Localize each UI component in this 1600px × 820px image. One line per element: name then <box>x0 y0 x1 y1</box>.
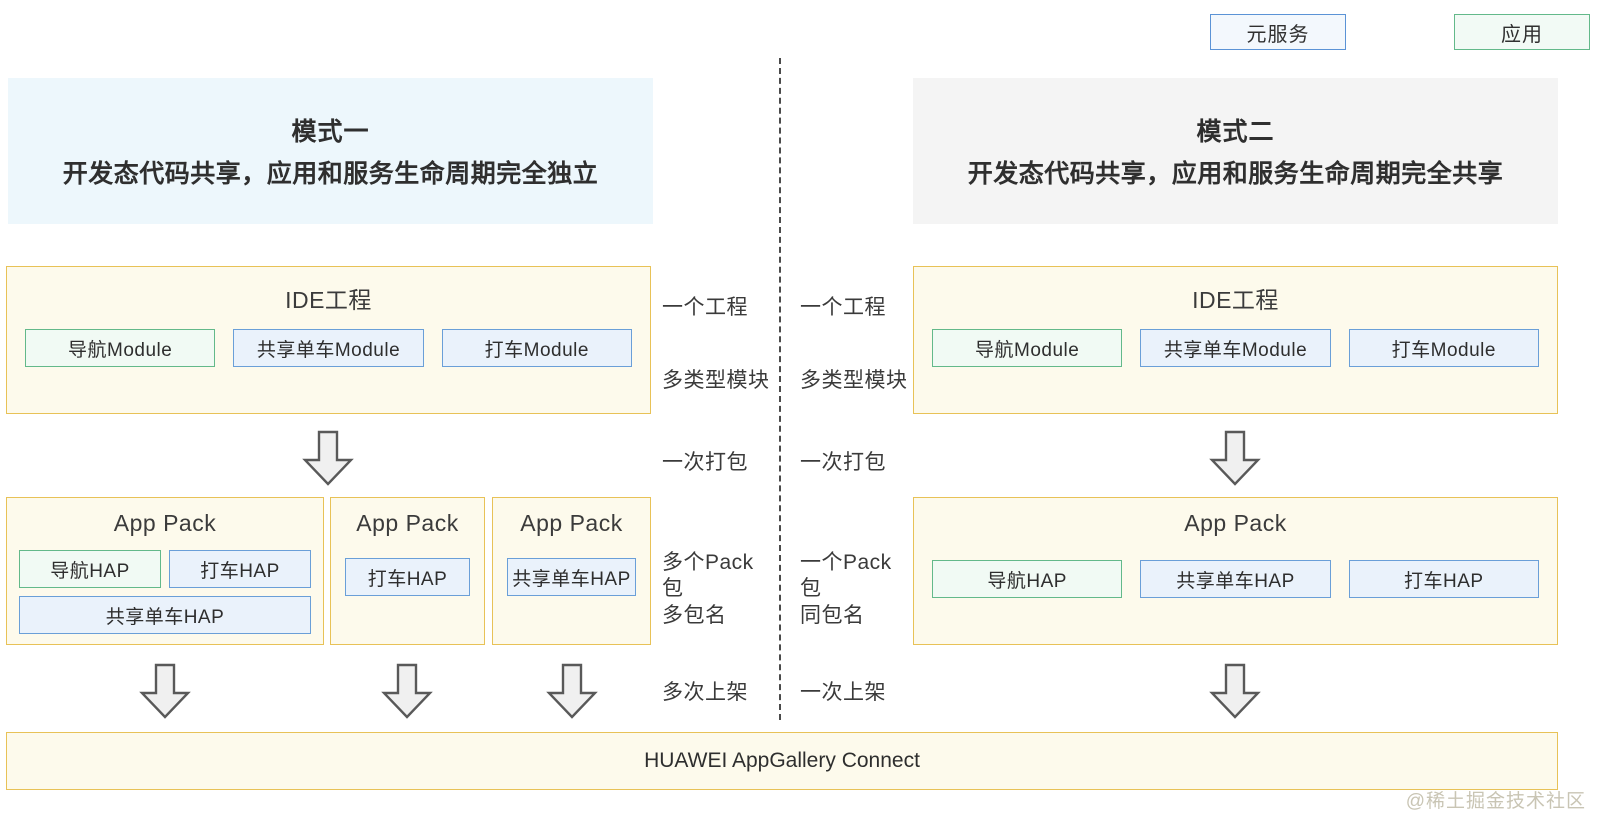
hap-bikeshare-right[interactable]: 共享单车HAP <box>1140 560 1331 598</box>
vertical-divider <box>779 58 781 720</box>
watermark: @稀土掘金技术社区 <box>1405 791 1586 812</box>
appgallery-connect-bar: HUAWEI AppGallery Connect <box>6 732 1558 790</box>
module-bikeshare-right[interactable]: 共享单车Module <box>1140 329 1331 367</box>
hap-navigation-right-label: 导航HAP <box>987 570 1067 592</box>
label-right-pack-count-line1: 一个Pack包 <box>800 551 892 601</box>
hap-bikeshare-left-1-label: 共享单车HAP <box>105 606 225 628</box>
label-left-release: 多次上架 <box>662 681 748 704</box>
hap-taxi-left-1[interactable]: 打车HAP <box>169 550 311 588</box>
module-taxi-left-label: 打车Module <box>484 339 589 361</box>
hap-navigation-left-1[interactable]: 导航HAP <box>19 550 161 588</box>
app-pack-left-2-haps: 打车HAP <box>345 558 470 596</box>
down-arrow-icon-left-release-2 <box>380 663 434 719</box>
app-pack-left-1-haps: 导航HAP 打车HAP 共享单车HAP <box>19 550 311 634</box>
hap-bikeshare-left-3[interactable]: 共享单车HAP <box>507 558 636 596</box>
appgallery-connect-label: HUAWEI AppGallery Connect <box>644 749 920 772</box>
label-right-project: 一个工程 <box>800 296 886 319</box>
down-arrow-icon-right-release <box>1208 663 1262 719</box>
down-arrow-icon-right-build <box>1208 430 1262 486</box>
label-right-module-types: 多类型模块 <box>800 369 908 392</box>
app-pack-right-title: App Pack <box>1184 510 1287 536</box>
hap-navigation-right[interactable]: 导航HAP <box>932 560 1123 598</box>
hap-bikeshare-left-3-label: 共享单车HAP <box>512 568 631 590</box>
label-left-module-types: 多类型模块 <box>662 369 770 392</box>
legend-chip-application-label: 应用 <box>1501 23 1543 46</box>
label-left-pack-count: 多个Pack包 多包名 <box>662 550 774 629</box>
app-pack-right: App Pack 导航HAP 共享单车HAP 打车HAP <box>913 497 1558 645</box>
hap-taxi-left-2-label: 打车HAP <box>367 568 448 590</box>
module-taxi-right[interactable]: 打车Module <box>1348 329 1539 367</box>
label-right-release: 一次上架 <box>800 681 886 704</box>
app-pack-left-1-title: App Pack <box>113 510 217 536</box>
down-arrow-icon-left-build <box>301 430 355 486</box>
label-right-pack-count-line2: 同包名 <box>800 603 865 627</box>
ide-project-right-modules: 导航Module 共享单车Module 打车Module <box>932 329 1539 367</box>
label-left-packaging: 一次打包 <box>662 451 748 474</box>
legend-chip-application[interactable]: 应用 <box>1454 14 1590 50</box>
mode-one-title: 模式一 <box>291 118 370 146</box>
hap-taxi-right-label: 打车HAP <box>1404 570 1484 592</box>
app-pack-left-1: App Pack 导航HAP 打车HAP 共享单车HAP <box>6 497 324 645</box>
mode-two-header: 模式二 开发态代码共享，应用和服务生命周期完全共享 <box>913 78 1558 224</box>
module-navigation-left[interactable]: 导航Module <box>25 329 216 367</box>
mode-one-subtitle: 开发态代码共享，应用和服务生命周期完全独立 <box>62 160 599 188</box>
ide-project-right-title: IDE工程 <box>1192 287 1279 313</box>
module-navigation-left-label: 导航Module <box>68 339 173 361</box>
label-right-pack-count: 一个Pack包 同包名 <box>800 550 912 629</box>
app-pack-left-2: App Pack 打车HAP <box>330 497 485 645</box>
label-left-project: 一个工程 <box>662 296 748 319</box>
hap-bikeshare-left-1[interactable]: 共享单车HAP <box>19 596 311 634</box>
module-navigation-right[interactable]: 导航Module <box>932 329 1123 367</box>
mode-two-subtitle: 开发态代码共享，应用和服务生命周期完全共享 <box>967 160 1504 188</box>
app-pack-right-haps: 导航HAP 共享单车HAP 打车HAP <box>932 560 1539 598</box>
hap-taxi-left-1-label: 打车HAP <box>200 560 280 582</box>
label-left-pack-count-line2: 多包名 <box>662 603 727 627</box>
down-arrow-icon-left-release-1 <box>138 663 192 719</box>
mode-one-header: 模式一 开发态代码共享，应用和服务生命周期完全独立 <box>8 78 653 224</box>
ide-project-left-title: IDE工程 <box>285 287 372 313</box>
label-right-packaging: 一次打包 <box>800 451 886 474</box>
hap-taxi-left-2[interactable]: 打车HAP <box>345 558 470 596</box>
module-bikeshare-left-label: 共享单车Module <box>256 339 401 361</box>
hap-taxi-right[interactable]: 打车HAP <box>1348 560 1539 598</box>
app-pack-left-3-haps: 共享单车HAP <box>507 558 636 596</box>
hap-navigation-left-1-label: 导航HAP <box>50 560 130 582</box>
module-navigation-right-label: 导航Module <box>975 339 1080 361</box>
ide-project-right: IDE工程 导航Module 共享单车Module 打车Module <box>913 266 1558 414</box>
hap-bikeshare-right-label: 共享单车HAP <box>1176 570 1295 592</box>
module-taxi-right-label: 打车Module <box>1391 339 1496 361</box>
down-arrow-icon-left-release-3 <box>545 663 599 719</box>
module-bikeshare-right-label: 共享单车Module <box>1163 339 1308 361</box>
label-left-pack-count-line1: 多个Pack包 <box>662 551 754 601</box>
legend-chip-meta-service[interactable]: 元服务 <box>1210 14 1346 50</box>
app-pack-left-3-title: App Pack <box>520 510 623 536</box>
mode-two-title: 模式二 <box>1196 118 1275 146</box>
module-taxi-left[interactable]: 打车Module <box>441 329 632 367</box>
app-pack-left-2-title: App Pack <box>356 510 459 536</box>
app-pack-left-3: App Pack 共享单车HAP <box>492 497 651 645</box>
ide-project-left: IDE工程 导航Module 共享单车Module 打车Module <box>6 266 651 414</box>
ide-project-left-modules: 导航Module 共享单车Module 打车Module <box>25 329 632 367</box>
legend-chip-meta-service-label: 元服务 <box>1246 23 1310 46</box>
legend: 元服务 应用 <box>1210 14 1590 52</box>
module-bikeshare-left[interactable]: 共享单车Module <box>233 329 424 367</box>
